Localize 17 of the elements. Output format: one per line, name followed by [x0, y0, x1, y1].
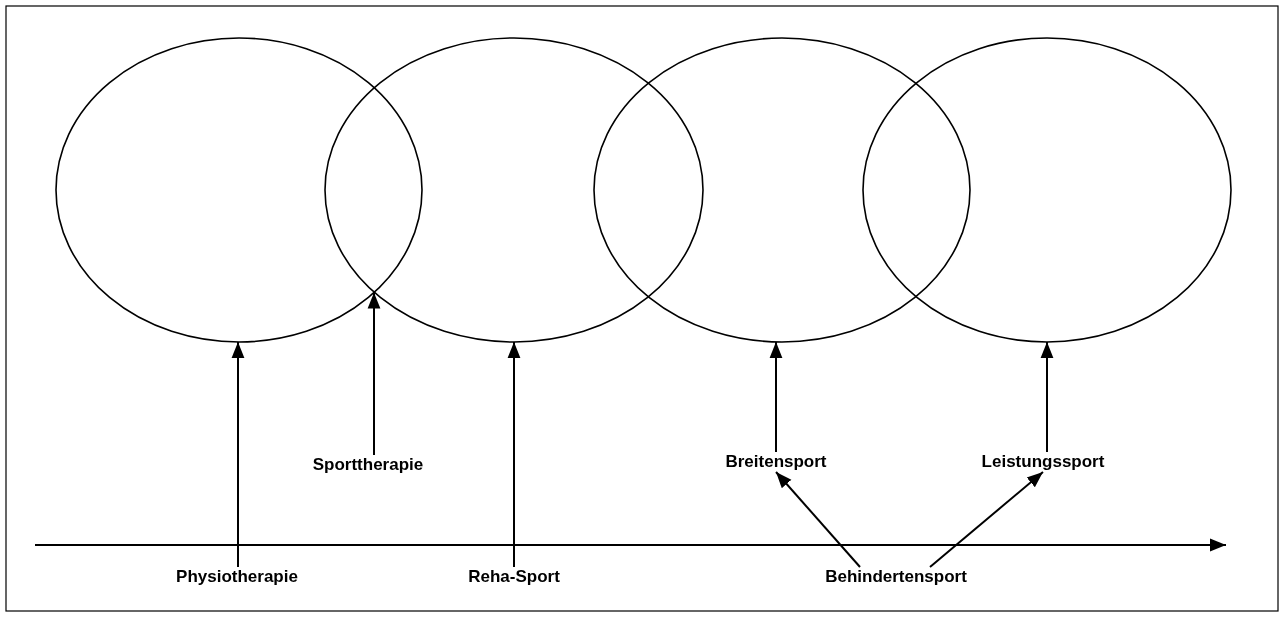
- arrow: [929, 471, 1044, 568]
- ellipse: [55, 37, 423, 343]
- arrow: [775, 471, 861, 568]
- arrow: [367, 291, 381, 456]
- arrow: [507, 341, 521, 568]
- ellipse: [862, 37, 1232, 343]
- category-label: Physiotherapie: [176, 567, 298, 587]
- ellipse: [593, 37, 971, 343]
- category-label: Sporttherapie: [312, 455, 424, 475]
- arrow: [231, 341, 245, 568]
- arrow: [1040, 341, 1054, 453]
- arrow: [769, 340, 783, 453]
- category-label: Reha-Sport: [468, 567, 560, 587]
- category-label: Leistungssport: [981, 452, 1105, 472]
- ellipse: [324, 37, 704, 343]
- category-label: Breitensport: [725, 452, 827, 472]
- category-label: Behindertensport: [825, 567, 967, 587]
